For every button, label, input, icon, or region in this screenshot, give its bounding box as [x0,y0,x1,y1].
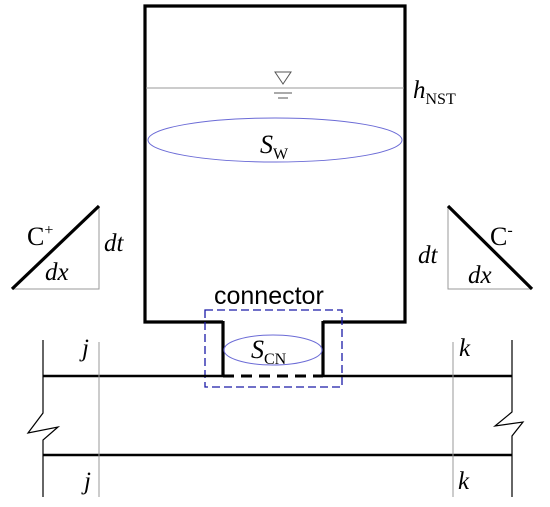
node-j-label-bottom: j [81,468,91,495]
c-minus-label: C- [490,222,513,251]
node-j-label-top: j [79,335,89,362]
c-minus-superscript: - [507,222,512,239]
dx-label-left: dx [45,259,69,286]
pipe-break-left [26,340,61,497]
water-level-subscript: NST [426,91,456,108]
c-minus-triangle [446,204,534,291]
water-level-label: hNST [413,77,456,108]
connector-area-symbol: S [251,335,264,364]
connector-area-ellipse [223,334,323,366]
connector-area-label: SCN [251,335,287,368]
tank-outline [143,4,407,324]
connector-box [204,309,343,388]
c-plus-superscript: + [44,222,53,239]
dt-label-left: dt [104,230,125,257]
pipe-walls [43,374,512,457]
water-level-symbol-text: h [413,77,426,104]
pipe-break-right [492,340,525,497]
dt-label-right: dt [418,242,439,269]
c-plus-letter: C [27,222,44,251]
c-minus-letter: C [490,222,507,251]
connector-area-subscript: CN [264,351,287,368]
tank-area-ellipse [147,117,403,163]
tank-area-symbol: S [260,130,273,159]
water-level-symbol [274,71,292,99]
c-plus-label: C+ [27,222,53,251]
connector-walls [221,321,325,376]
tank-area-subscript: W [273,146,289,163]
connector-label: connector [214,282,324,310]
node-k-label-top: k [459,335,471,362]
node-k-label-bottom: k [458,468,470,495]
tank-area-label: SW [260,130,289,163]
c-plus-triangle [10,204,101,291]
dx-label-right: dx [468,262,492,289]
